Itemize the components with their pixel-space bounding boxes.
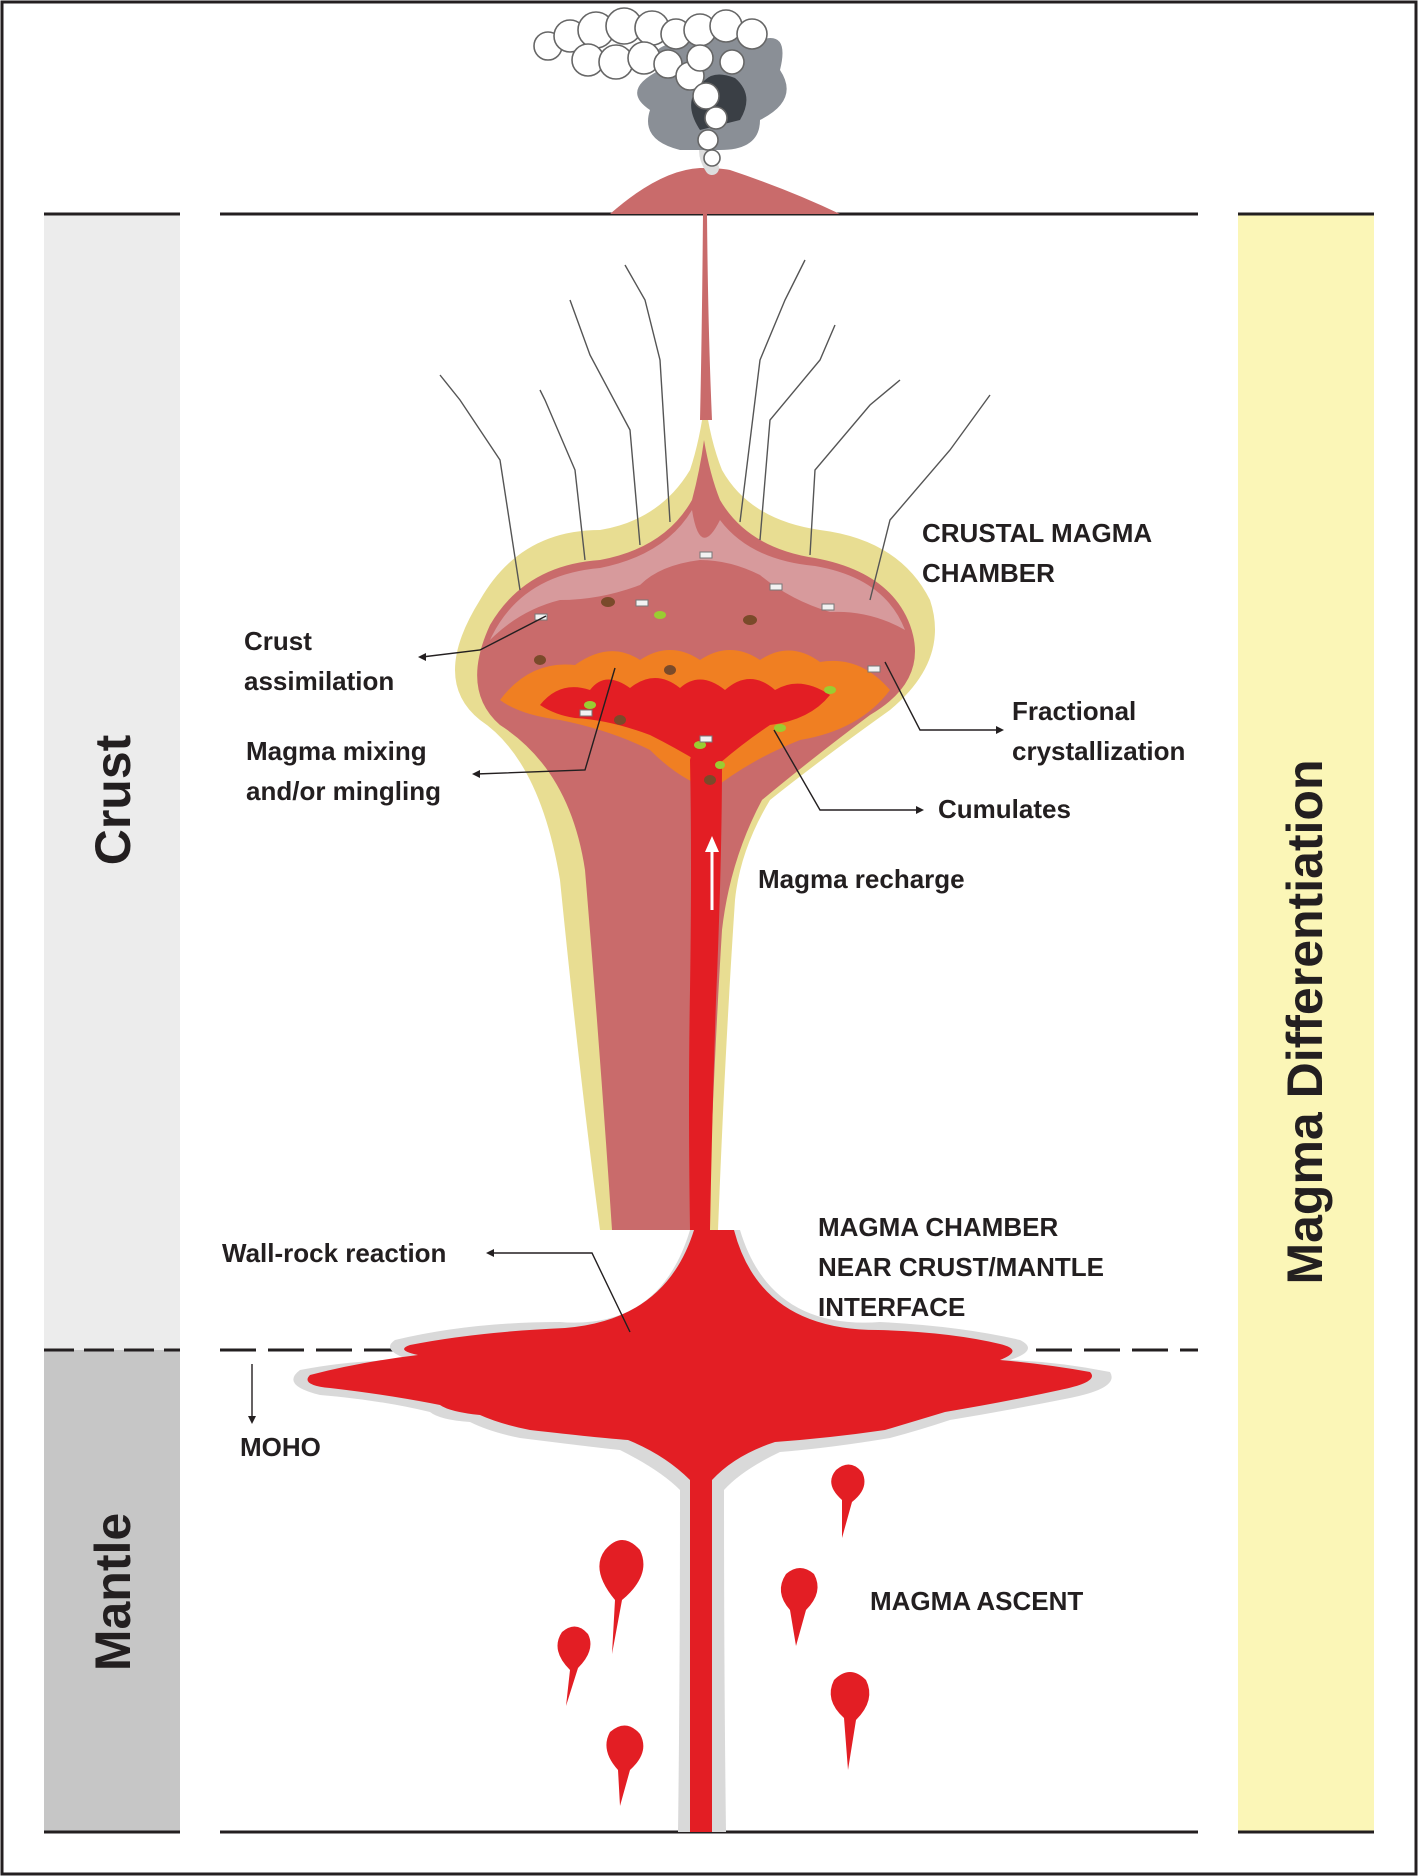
- differentiation-band: [1238, 214, 1374, 1832]
- leader-fractional: [884, 661, 1000, 731]
- fracture-lines: [439, 259, 991, 601]
- volcano-cone: [610, 168, 840, 214]
- cumulates-label: Cumulates: [938, 794, 1071, 824]
- magma-mixing-label-2: and/or mingling: [246, 776, 441, 806]
- recharge-label: Magma recharge: [758, 864, 965, 894]
- leader-magma-mixing: [475, 667, 616, 775]
- crustal-chamber-label-2: CHAMBER: [922, 558, 1055, 588]
- leader-crust-assimilation: [421, 615, 547, 658]
- lower-magma: [307, 1230, 1092, 1832]
- recharge-conduit: [689, 690, 722, 1230]
- leader-wall-rock: [490, 1252, 631, 1333]
- lower-chamber-label-3: INTERFACE: [818, 1292, 965, 1322]
- fractional-label-2: crystallization: [1012, 736, 1185, 766]
- eruption-cloud: [533, 7, 787, 175]
- crust-assimilation-label-1: Crust: [244, 626, 312, 656]
- feeder-dike: [700, 214, 712, 420]
- leader-cumulates: [773, 729, 920, 811]
- crust-assimilation-label-2: assimilation: [244, 666, 394, 696]
- crustal-chamber-label-1: CRUSTAL MAGMA: [922, 518, 1152, 548]
- droplet-1: [599, 1540, 644, 1654]
- mantle-label: Mantle: [85, 1513, 141, 1671]
- lower-chamber: [293, 1230, 1112, 1832]
- droplet-2: [557, 1626, 591, 1706]
- droplet-3: [606, 1725, 644, 1806]
- recharge-arrow: [705, 836, 719, 910]
- fractional-label-1: Fractional: [1012, 696, 1136, 726]
- diagram-labels: CRUSTAL MAGMA CHAMBER Crust assimilation…: [222, 518, 1185, 1616]
- mixing-zone: [540, 678, 830, 770]
- mantle-band: [44, 1350, 180, 1832]
- leader-arrowheads: [248, 653, 1004, 1424]
- magma-mixing-label-1: Magma mixing: [246, 736, 427, 766]
- chamber-upper-light: [490, 510, 905, 640]
- leader-lines: [251, 615, 1000, 1420]
- magma-droplets: [557, 1464, 870, 1806]
- droplet-6: [830, 1672, 870, 1770]
- wall-rock-label: Wall-rock reaction: [222, 1238, 446, 1268]
- droplet-4: [780, 1568, 818, 1646]
- magma-ascent-label: MAGMA ASCENT: [870, 1586, 1083, 1616]
- crust-label: Crust: [85, 734, 141, 865]
- droplet-5: [831, 1464, 865, 1538]
- crystals: [534, 551, 881, 785]
- lower-chamber-label-2: NEAR CRUST/MANTLE: [818, 1252, 1104, 1282]
- differentiation-label: Magma Differentiation: [1277, 759, 1333, 1284]
- crust-band: [44, 214, 180, 1350]
- moho-label: MOHO: [240, 1432, 321, 1462]
- upper-chamber: [455, 214, 935, 1230]
- lower-chamber-label-1: MAGMA CHAMBER: [818, 1212, 1058, 1242]
